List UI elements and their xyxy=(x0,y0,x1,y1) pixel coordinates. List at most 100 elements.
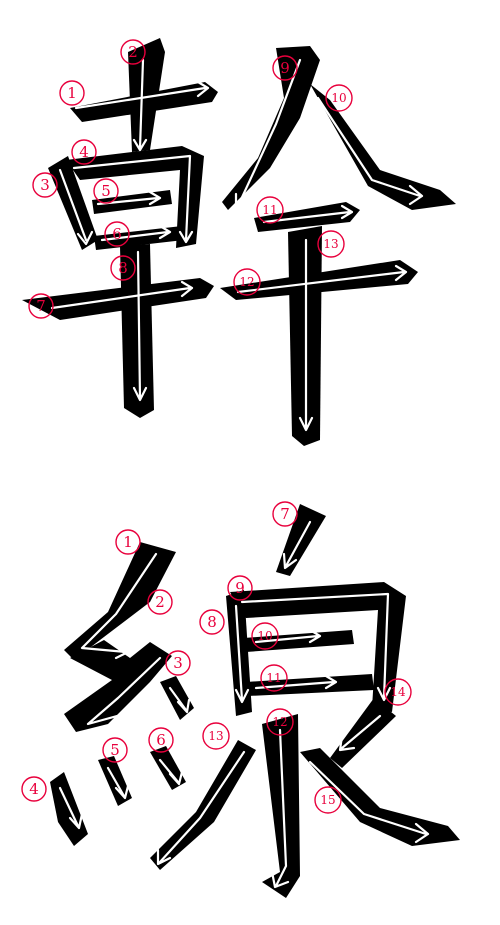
stroke-body xyxy=(92,190,172,214)
stroke-number: 9 xyxy=(235,579,245,597)
stroke-number: 2 xyxy=(155,593,165,611)
stroke-number-marker: 14 xyxy=(384,678,412,706)
stroke-number-marker: 4 xyxy=(71,139,97,165)
stroke-number-marker: 10 xyxy=(325,84,353,112)
stroke-number: 7 xyxy=(280,505,290,523)
direction-guides xyxy=(50,58,424,432)
stroke-number-marker: 7 xyxy=(28,293,54,319)
guide-arrow xyxy=(58,786,84,830)
stroke-number: 8 xyxy=(118,259,128,277)
guide-arrow xyxy=(74,80,210,110)
stroke-number: 15 xyxy=(320,793,335,807)
guide-arrow xyxy=(254,674,338,690)
stroke-number: 9 xyxy=(280,59,290,77)
stroke-body xyxy=(262,714,300,898)
guide-arrow xyxy=(50,280,194,310)
stroke-number-marker: 6 xyxy=(104,221,130,247)
guide-arrow xyxy=(168,686,191,714)
stroke-number: 6 xyxy=(112,225,122,243)
stroke-number-markers: 1 2 3 4 5 6 7 8 9 10 11 12 13 xyxy=(28,39,353,319)
guide-arrow xyxy=(234,604,250,704)
stroke-number-marker: 11 xyxy=(260,664,288,692)
stroke-body xyxy=(300,748,460,846)
stroke-number-marker: 9 xyxy=(272,55,298,81)
stroke-number: 13 xyxy=(208,729,223,743)
stroke-number-marker: 12 xyxy=(233,268,261,296)
guide-arrow xyxy=(132,250,148,402)
stroke-number-marker: 10 xyxy=(251,622,279,650)
stroke-number-marker: 13 xyxy=(317,230,345,258)
stroke-number: 4 xyxy=(79,143,89,161)
stroke-number-marker: 3 xyxy=(32,172,58,198)
stroke-number-marker: 8 xyxy=(110,255,136,281)
guide-arrow xyxy=(72,154,194,244)
stroke-number: 11 xyxy=(262,203,277,217)
stroke-number: 6 xyxy=(156,731,166,749)
guide-arrow xyxy=(86,656,162,726)
guide-arrow xyxy=(158,758,184,786)
guide-arrow xyxy=(282,520,312,570)
guide-arrow xyxy=(308,760,430,844)
character-kan-stroke-diagram: 1 2 3 4 5 6 7 8 9 10 11 12 13 xyxy=(22,38,456,446)
guide-arrow xyxy=(298,238,314,432)
stroke-body xyxy=(330,698,396,768)
stroke-body xyxy=(64,640,172,732)
stroke-number-marker: 3 xyxy=(165,650,191,676)
stroke-number-marker: 1 xyxy=(59,80,85,106)
stroke-number: 3 xyxy=(40,176,50,194)
stroke-body xyxy=(230,582,406,712)
guide-arrow xyxy=(338,714,382,752)
stroke-number: 14 xyxy=(390,685,406,699)
stroke-number-marker: 2 xyxy=(120,39,146,65)
stroke-number: 10 xyxy=(331,91,346,105)
stroke-number: 5 xyxy=(101,182,111,200)
stroke-number-marker: 5 xyxy=(93,178,119,204)
stroke-number: 4 xyxy=(29,780,39,798)
guide-arrow xyxy=(240,592,392,702)
guide-arrow xyxy=(234,58,302,210)
direction-guides xyxy=(58,520,430,889)
stroke-number: 3 xyxy=(173,654,183,672)
stroke-body xyxy=(128,38,165,152)
stroke-body xyxy=(120,244,154,418)
guide-arrow xyxy=(100,224,172,242)
guide-arrow xyxy=(236,264,408,294)
stroke-number-marker: 6 xyxy=(148,727,174,753)
stroke-number-marker: 12 xyxy=(266,708,294,736)
guide-arrow xyxy=(132,58,148,152)
guide-arrow xyxy=(270,728,290,889)
glyph-sen-strokes xyxy=(50,504,460,898)
guide-arrow xyxy=(58,168,94,246)
stroke-number: 12 xyxy=(239,275,254,289)
stroke-number: 12 xyxy=(272,715,287,729)
stroke-number: 1 xyxy=(67,84,77,102)
stroke-number: 1 xyxy=(123,533,133,551)
stroke-number-marker: 11 xyxy=(256,196,284,224)
stroke-body xyxy=(150,746,186,790)
stroke-number-marker: 13 xyxy=(202,722,230,750)
stroke-number-markers: 1 2 3 4 5 6 7 8 9 10 11 12 13 14 15 xyxy=(21,501,412,814)
stroke-number: 8 xyxy=(207,613,217,631)
stroke-number-marker: 1 xyxy=(115,529,141,555)
guide-arrow xyxy=(80,552,158,660)
stroke-number-marker: 9 xyxy=(227,575,253,601)
stroke-number: 10 xyxy=(257,629,272,643)
stroke-body xyxy=(66,146,204,248)
stroke-number-marker: 8 xyxy=(199,609,225,635)
stroke-number-marker: 7 xyxy=(272,501,298,527)
guide-arrow xyxy=(106,766,130,800)
stroke-number-marker: 15 xyxy=(314,786,342,814)
stroke-body xyxy=(64,542,176,660)
stroke-body xyxy=(222,46,320,210)
guide-arrow xyxy=(156,750,246,866)
stroke-number-marker: 2 xyxy=(147,589,173,615)
stroke-body xyxy=(246,674,374,696)
guide-arrow xyxy=(316,96,424,206)
stroke-number: 11 xyxy=(266,671,281,685)
stroke-number: 13 xyxy=(323,237,338,251)
character-sen-stroke-diagram: 1 2 3 4 5 6 7 8 9 10 11 12 13 14 15 xyxy=(21,501,460,898)
stroke-number: 5 xyxy=(110,741,120,759)
stroke-number: 2 xyxy=(128,43,138,61)
stroke-number-marker: 4 xyxy=(21,776,47,802)
